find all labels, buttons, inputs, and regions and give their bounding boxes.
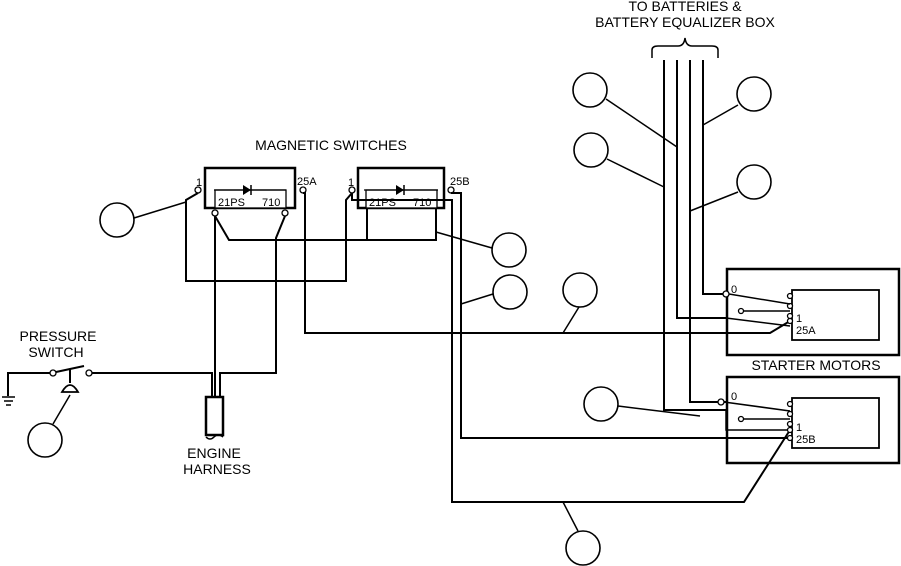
starter-motor-upper: 0 1 25A	[722, 267, 901, 357]
pressure-switch	[2, 365, 93, 406]
switch-a-terminal-21ps	[211, 209, 219, 217]
switch-a-terminal-710	[281, 209, 289, 217]
engine-harness	[204, 395, 225, 440]
switch-a-label-25a: 25A	[297, 176, 317, 188]
starter-lower-terminal-0: 0	[731, 391, 737, 403]
callout-25b-wire	[492, 274, 528, 310]
switch-b-label-21ps: 21PS	[369, 197, 396, 209]
magnetic-switch-a: 1 25A 21PS 710	[194, 166, 317, 217]
callout-switch-bus	[491, 232, 527, 268]
callout-leaders	[52, 98, 739, 532]
starter-motors-label: STARTER MOTORS	[751, 357, 880, 373]
starter-upper-terminal-0: 0	[731, 284, 737, 296]
switch-b-label-710: 710	[413, 197, 431, 209]
callout-battery-1	[572, 72, 608, 108]
pressure-switch-label-line2: SWITCH	[28, 344, 83, 360]
switch-a-label-21ps: 21PS	[218, 197, 245, 209]
switch-b-label-25b: 25B	[450, 176, 470, 188]
callout-battery-2	[573, 132, 609, 168]
callout-switch-b-line	[565, 530, 601, 566]
batteries-label-line2: BATTERY EQUALIZER BOX	[595, 14, 775, 30]
engine-harness-label-line2: HARNESS	[183, 461, 251, 477]
batteries-label-line1: TO BATTERIES &	[628, 0, 742, 14]
battery-brace	[651, 37, 719, 58]
starter-lower-terminal-1: 1	[796, 422, 802, 434]
battery-cable-bundle	[663, 60, 726, 411]
switch-a-label-710: 710	[262, 197, 280, 209]
callout-switch-a	[99, 202, 135, 238]
starter-lower-terminal-25b: 25B	[796, 434, 816, 446]
starter-upper-terminal-25a: 25A	[796, 325, 816, 337]
engine-harness-label-line1: ENGINE	[187, 445, 241, 461]
callout-starter-lower	[583, 386, 619, 422]
switch-a-label-1: 1	[196, 177, 202, 189]
pressure-switch-label-line1: PRESSURE	[19, 328, 96, 344]
starter-motor-lower: 0 1 25B	[717, 375, 901, 465]
callout-battery-4	[736, 164, 772, 200]
callout-pressure-switch	[27, 422, 63, 458]
callout-battery-3	[736, 76, 772, 112]
callout-25a-wire	[562, 272, 598, 308]
starter-upper-terminal-1: 1	[796, 313, 802, 325]
switch-b-label-1: 1	[348, 177, 354, 189]
control-wiring	[92, 192, 791, 503]
magnetic-switches-label: MAGNETIC SWITCHES	[255, 137, 407, 153]
